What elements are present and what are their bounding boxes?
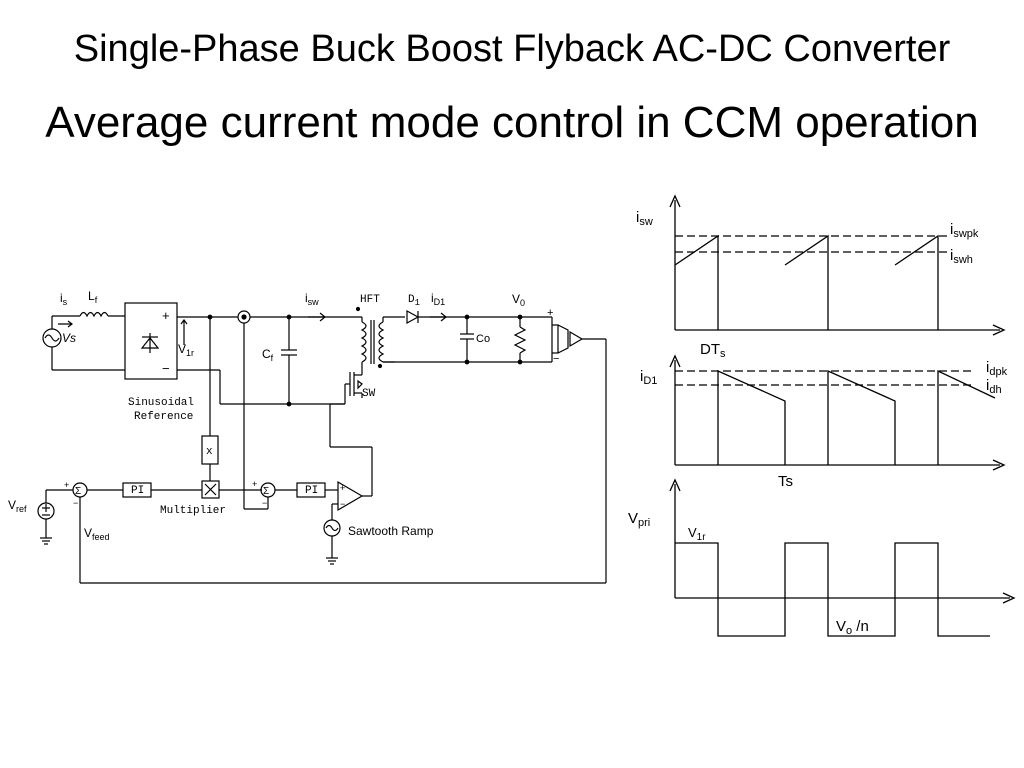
rect-minus: − bbox=[162, 361, 170, 376]
svg-text:DTs: DTs bbox=[700, 341, 726, 360]
svg-text:iswh: iswh bbox=[950, 247, 973, 266]
svg-text:−: − bbox=[553, 353, 559, 365]
svg-text:iswpk: iswpk bbox=[950, 221, 979, 240]
svg-text:PI: PI bbox=[131, 485, 144, 497]
svg-text:D1: D1 bbox=[408, 294, 420, 308]
sinusoidal-reference-label-1: Sinusoidal bbox=[128, 397, 194, 409]
v1r-arrow bbox=[180, 319, 188, 345]
svg-text:isw: isw bbox=[636, 209, 653, 228]
svg-text:−: − bbox=[73, 498, 78, 508]
svg-text:+: + bbox=[252, 479, 257, 489]
diode-bridge-rectifier bbox=[124, 302, 178, 380]
inductor-lf bbox=[79, 311, 109, 318]
svg-text:+: + bbox=[64, 480, 69, 490]
ts-label: Ts bbox=[778, 473, 793, 490]
vpri-waveform-axes bbox=[669, 478, 1016, 604]
svg-text:isw: isw bbox=[305, 291, 319, 307]
vpri-trace bbox=[675, 542, 990, 637]
svg-text:Σ: Σ bbox=[263, 486, 269, 497]
hft-label: HFT bbox=[360, 294, 380, 306]
vs-label: Vs bbox=[62, 331, 76, 345]
sawtooth-label: Sawtooth Ramp bbox=[348, 524, 434, 538]
svg-text:−: − bbox=[340, 499, 345, 509]
sinusoidal-reference-label-2: Reference bbox=[134, 411, 193, 423]
svg-text:idh: idh bbox=[986, 377, 1002, 396]
svg-text:iD1: iD1 bbox=[431, 291, 445, 307]
id1-waveform-axes bbox=[669, 354, 1006, 471]
svg-text:V1r: V1r bbox=[688, 525, 706, 543]
load-resistor bbox=[513, 317, 527, 362]
svg-text:+: + bbox=[547, 307, 553, 319]
slide-subtitle: Average current mode control in CCM oper… bbox=[45, 98, 979, 147]
svg-text:iD1: iD1 bbox=[640, 368, 657, 387]
capacitor-co bbox=[460, 317, 474, 362]
svg-text:V0: V0 bbox=[512, 292, 525, 308]
svg-text:x: x bbox=[206, 446, 213, 458]
pwm-comparator bbox=[337, 480, 364, 512]
slide-title: Single-Phase Buck Boost Flyback AC-DC Co… bbox=[73, 28, 951, 70]
svg-text:Lf: Lf bbox=[88, 289, 98, 305]
hf-transformer bbox=[355, 306, 385, 369]
isw-trace bbox=[674, 234, 939, 330]
id1-arrow bbox=[430, 312, 447, 322]
svg-text:PI: PI bbox=[305, 485, 318, 497]
id1-trace bbox=[717, 369, 996, 465]
voltage-sensor bbox=[551, 317, 606, 362]
svg-text:+: + bbox=[340, 483, 345, 493]
svg-text:Vref: Vref bbox=[8, 498, 27, 514]
ac-source bbox=[42, 316, 62, 370]
mosfet-switch bbox=[344, 372, 363, 404]
svg-text:−: − bbox=[262, 498, 267, 508]
svg-text:idpk: idpk bbox=[986, 359, 1008, 378]
multiplier-label: Multiplier bbox=[160, 505, 226, 517]
isw-arrow bbox=[308, 312, 326, 322]
svg-text:is: is bbox=[60, 291, 68, 307]
vref-source bbox=[37, 490, 55, 545]
sawtooth-source bbox=[323, 519, 341, 565]
svg-text:Vo /n: Vo /n bbox=[836, 618, 869, 637]
svg-text:Σ: Σ bbox=[75, 486, 81, 497]
rect-plus: + bbox=[162, 308, 170, 323]
svg-text:V1r: V1r bbox=[178, 342, 194, 358]
capacitor-cf bbox=[281, 317, 297, 404]
sw-label: SW bbox=[362, 388, 376, 400]
svg-text:Vpri: Vpri bbox=[628, 510, 650, 529]
co-label: Co bbox=[476, 333, 490, 345]
is-arrow bbox=[58, 320, 73, 328]
svg-text:Vfeed: Vfeed bbox=[84, 526, 110, 542]
svg-text:Cf: Cf bbox=[262, 347, 274, 363]
